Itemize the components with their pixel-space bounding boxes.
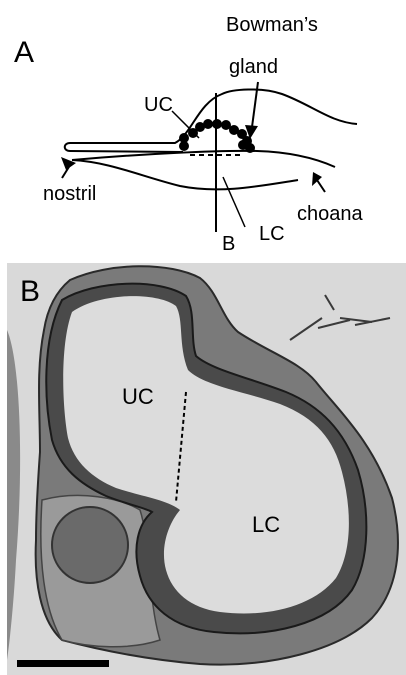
panel-b-micrograph	[7, 263, 406, 675]
lc-lower-curve	[72, 160, 298, 189]
bowmans-label-line1: Bowman’s	[226, 15, 318, 35]
nostril-tip	[65, 143, 70, 151]
lc-leader-line	[223, 177, 245, 227]
uc-label-micrograph: UC	[122, 386, 154, 408]
scale-bar	[17, 660, 109, 667]
lc-label-micrograph: LC	[252, 514, 280, 536]
upper-chamber-outline	[70, 89, 357, 143]
choana-label: choana	[297, 204, 363, 224]
left-edge-tissue	[7, 330, 20, 660]
panel-b-letter: B	[20, 277, 40, 307]
tissue-fragments	[290, 295, 390, 340]
lc-label-schematic: LC	[259, 224, 285, 244]
panel-a-letter: A	[14, 38, 34, 68]
choana-arrow-shaft	[317, 180, 325, 192]
uc-label-schematic: UC	[144, 95, 173, 115]
round-structure	[52, 507, 128, 583]
uc-inner-contour	[70, 151, 183, 152]
section-b-label: B	[222, 234, 235, 254]
nostril-label: nostril	[43, 184, 96, 204]
lc-upper-curve	[72, 151, 335, 167]
bowmans-label-line2: gland	[229, 57, 278, 77]
